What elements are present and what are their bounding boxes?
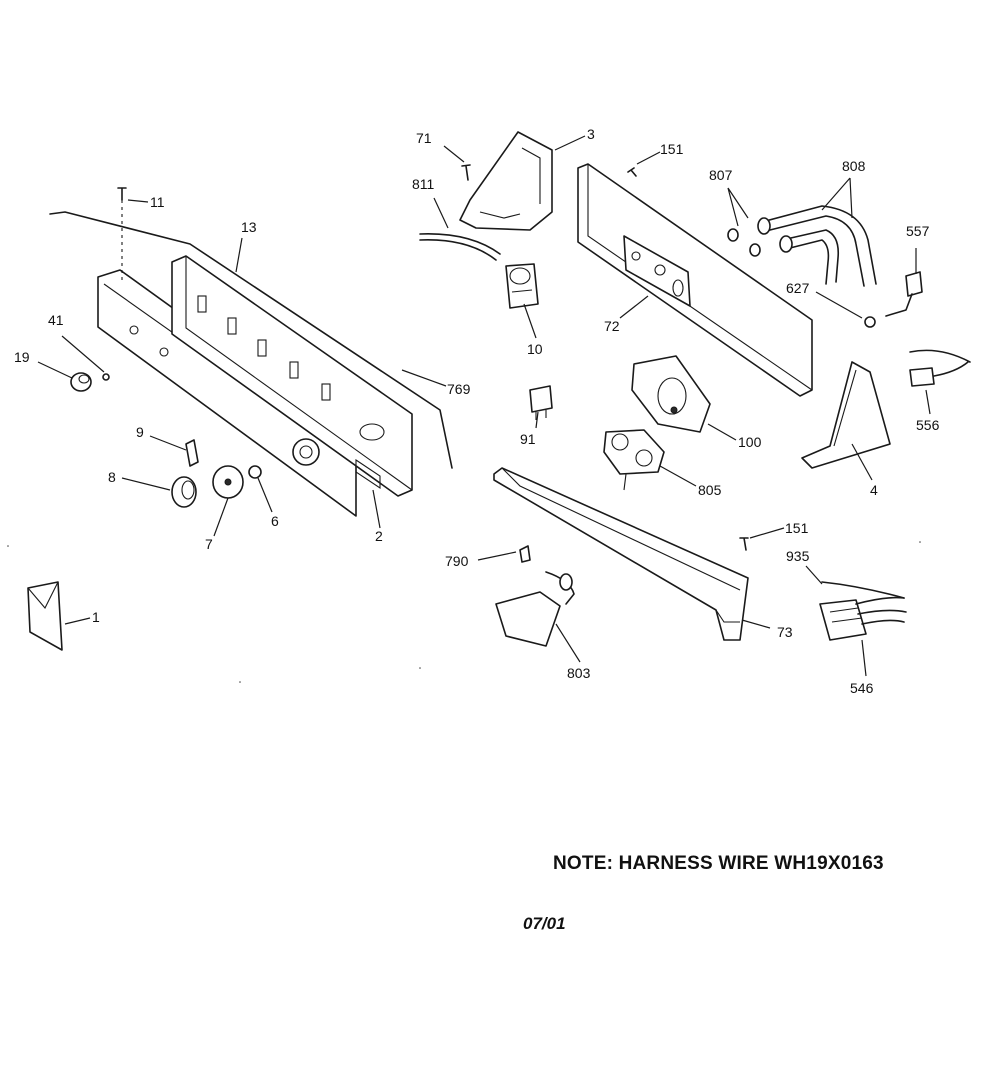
part-71-screw xyxy=(461,164,471,181)
part-935-wire xyxy=(821,581,905,599)
callout-19: 19 xyxy=(14,349,30,365)
callout-769: 769 xyxy=(447,381,471,397)
callout-546: 546 xyxy=(850,680,874,696)
part-4-end-bracket xyxy=(801,361,891,469)
part-556-power-cord xyxy=(909,349,971,387)
part-151-screw-bottom xyxy=(739,537,749,551)
callout-627: 627 xyxy=(786,280,810,296)
callout-4: 4 xyxy=(870,482,878,498)
scan-specks xyxy=(7,541,921,683)
callout-935: 935 xyxy=(786,548,810,564)
callout-73: 73 xyxy=(777,624,793,640)
callout-807: 807 xyxy=(709,167,733,183)
part-6-nut xyxy=(248,465,262,479)
callout-10: 10 xyxy=(527,341,543,357)
part-805-water-valve xyxy=(603,429,665,491)
callout-805: 805 xyxy=(698,482,722,498)
callout-790: 790 xyxy=(445,553,469,569)
leader-lines xyxy=(37,135,931,677)
part-790-clip xyxy=(519,545,531,563)
callout-72: 72 xyxy=(604,318,620,334)
callout-2: 2 xyxy=(375,528,383,544)
callout-3: 3 xyxy=(587,126,595,142)
revision-date: 07/01 xyxy=(523,914,566,933)
callout-151-top: 151 xyxy=(660,141,684,157)
part-151-screw-top xyxy=(627,167,637,177)
part-19-knob xyxy=(70,372,92,392)
part-3-end-bracket xyxy=(459,131,553,231)
part-8-knob xyxy=(171,476,197,508)
part-546-harness-block xyxy=(819,596,907,641)
part-72-backsplash xyxy=(577,163,813,397)
part-91-switch xyxy=(529,385,553,420)
part-557-cord-clamp xyxy=(885,271,923,317)
callout-556: 556 xyxy=(916,417,940,433)
part-811-hose xyxy=(419,233,501,261)
callout-labels: 1 2 3 4 6 7 8 9 10 11 13 19 41 71 72 73 … xyxy=(14,126,940,696)
callout-7: 7 xyxy=(205,536,213,552)
callout-8: 8 xyxy=(108,469,116,485)
part-807-washers xyxy=(727,228,761,257)
callout-11: 11 xyxy=(150,194,165,210)
callout-13: 13 xyxy=(241,219,257,235)
callout-1: 1 xyxy=(92,609,100,625)
part-1-manual xyxy=(27,581,63,651)
part-41-clip xyxy=(102,373,110,381)
callout-9: 9 xyxy=(136,424,144,440)
part-627-grommet xyxy=(864,316,876,328)
callout-41: 41 xyxy=(48,312,64,328)
part-10-pressure-switch xyxy=(505,263,539,309)
callout-71: 71 xyxy=(416,130,432,146)
callout-151-bottom: 151 xyxy=(785,520,809,536)
callout-100: 100 xyxy=(738,434,762,450)
part-9-spring xyxy=(185,439,199,467)
part-803-hose-assembly xyxy=(495,571,575,647)
part-808-inlet-hoses xyxy=(757,205,877,287)
callout-808: 808 xyxy=(842,158,866,174)
callout-803: 803 xyxy=(567,665,591,681)
part-100-timer xyxy=(631,355,711,433)
callout-811: 811 xyxy=(412,176,435,192)
callout-557: 557 xyxy=(906,223,930,239)
part-7-dial xyxy=(212,465,244,499)
part-2-bracket xyxy=(171,255,413,497)
part-13-control-panel xyxy=(49,211,453,517)
callout-6: 6 xyxy=(271,513,279,529)
callout-91: 91 xyxy=(520,431,536,447)
part-11-screw xyxy=(117,187,127,280)
harness-wire-note: NOTE: HARNESS WIRE WH19X0163 xyxy=(553,853,884,874)
part-73-lower-panel xyxy=(493,467,749,641)
